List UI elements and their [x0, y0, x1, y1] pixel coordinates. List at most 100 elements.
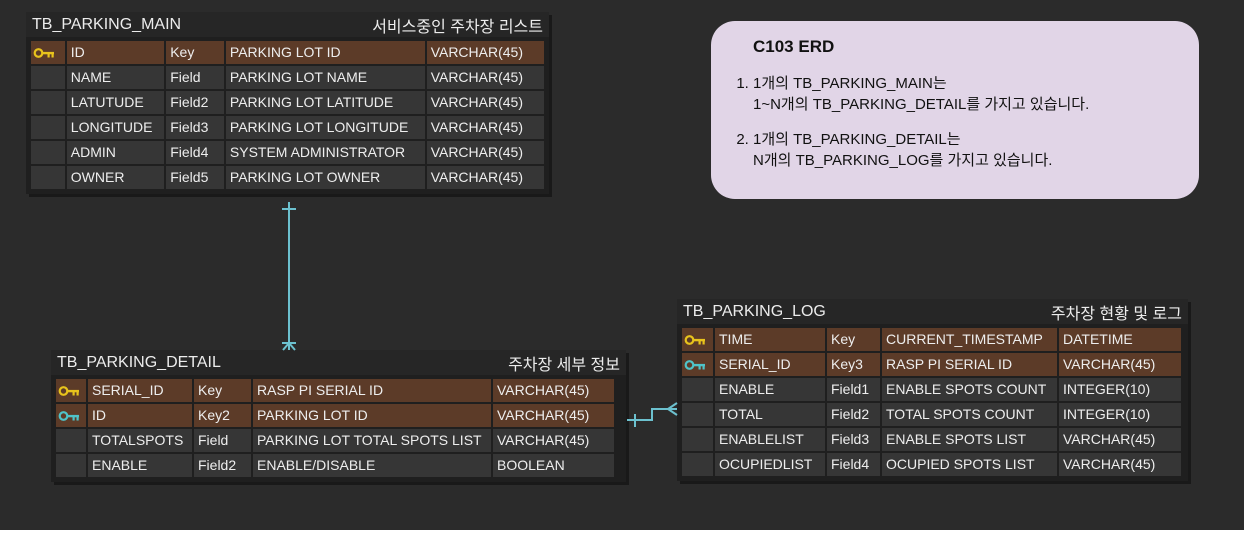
description-cell: CURRENT_TIMESTAMP — [882, 328, 1057, 351]
datatype-cell: VARCHAR(45) — [1059, 428, 1181, 451]
row-key-cell — [56, 404, 86, 427]
key-type-cell: Field — [194, 429, 251, 452]
key-type-cell: Field4 — [166, 141, 224, 164]
row-key-cell — [31, 166, 65, 189]
column-name-cell: TOTAL — [715, 403, 825, 426]
key-type-cell: Field4 — [827, 453, 880, 476]
row-key-cell — [56, 379, 86, 402]
row-key-cell — [31, 141, 65, 164]
description-cell: OCUPIED SPOTS LIST — [882, 453, 1057, 476]
note-line: 1~N개의 TB_PARKING_DETAIL를 가지고 있습니다. — [753, 96, 1090, 113]
key-icon — [58, 385, 79, 396]
key-type-cell: Key — [166, 41, 224, 64]
key-type-cell: Field2 — [827, 403, 880, 426]
key-type-cell: Key2 — [194, 404, 251, 427]
column-name-cell: SERIAL_ID — [715, 353, 825, 376]
column-name-cell: OWNER — [66, 166, 165, 189]
datatype-cell: INTEGER(10) — [1059, 378, 1181, 401]
table-header: TB_PARKING_DETAIL 주차장 세부 정보 — [51, 350, 626, 375]
row-key-cell — [31, 116, 65, 139]
key-icon — [58, 410, 79, 421]
description-cell: RASP PI SERIAL ID — [253, 379, 491, 402]
row-key-cell — [31, 41, 65, 64]
row-key-cell — [682, 378, 713, 401]
column-name-cell: SERIAL_ID — [88, 379, 192, 402]
row-key-cell — [682, 328, 713, 351]
description-cell: PARKING LOT LONGITUDE — [225, 116, 425, 139]
column-name-cell: ADMIN — [66, 141, 165, 164]
note-item: 1개의 TB_PARKING_DETAIL는 N개의 TB_PARKING_LO… — [753, 129, 1179, 171]
column-name-cell: TOTALSPOTS — [88, 429, 192, 452]
key-type-cell: Key3 — [827, 353, 880, 376]
key-icon — [684, 359, 705, 370]
column-name-cell: LATUTUDE — [66, 91, 165, 114]
column-name-cell: ID — [88, 404, 192, 427]
row-key-cell — [31, 91, 65, 114]
table-description: 주차장 현황 및 로그 — [1050, 305, 1182, 323]
datatype-cell: VARCHAR(45) — [1059, 353, 1181, 376]
datatype-cell: VARCHAR(45) — [493, 379, 614, 402]
key-type-cell: Key — [827, 328, 880, 351]
row-key-cell — [682, 403, 713, 426]
note-line: 1개의 TB_PARKING_MAIN는 — [753, 75, 947, 92]
note-line: N개의 TB_PARKING_LOG를 가지고 있습니다. — [753, 152, 1053, 169]
column-name-cell: TIME — [715, 328, 825, 351]
description-cell: RASP PI SERIAL ID — [882, 353, 1057, 376]
key-type-cell: Field1 — [827, 378, 880, 401]
description-cell: ENABLE SPOTS LIST — [882, 428, 1057, 451]
row-key-cell — [56, 429, 86, 452]
row-key-cell — [682, 428, 713, 451]
row-key-cell — [56, 454, 86, 477]
key-type-cell: Field2 — [194, 454, 251, 477]
datatype-cell: VARCHAR(45) — [426, 141, 544, 164]
datatype-cell: VARCHAR(45) — [493, 404, 614, 427]
datatype-cell: VARCHAR(45) — [1059, 453, 1181, 476]
table-header: TB_PARKING_LOG 주차장 현황 및 로그 — [677, 299, 1188, 324]
row-key-cell — [31, 66, 65, 89]
column-name-cell: ENABLELIST — [715, 428, 825, 451]
datatype-cell: VARCHAR(45) — [426, 116, 544, 139]
note-line: 1개의 TB_PARKING_DETAIL는 — [753, 131, 961, 148]
datatype-cell: DATETIME — [1059, 328, 1181, 351]
key-type-cell: Field5 — [166, 166, 224, 189]
connector-detail-log[interactable] — [627, 402, 678, 427]
connector-main-detail[interactable] — [282, 202, 296, 351]
erd-note[interactable]: C103 ERD 1개의 TB_PARKING_MAIN는 1~N개의 TB_P… — [711, 21, 1199, 199]
row-key-cell — [682, 453, 713, 476]
description-cell: PARKING LOT ID — [225, 41, 425, 64]
datatype-cell: VARCHAR(45) — [426, 66, 544, 89]
description-cell: ENABLE/DISABLE — [253, 454, 491, 477]
description-cell: PARKING LOT NAME — [225, 66, 425, 89]
key-icon — [684, 334, 705, 345]
datatype-cell: VARCHAR(45) — [426, 166, 544, 189]
table-header: TB_PARKING_MAIN 서비스중인 주차장 리스트 — [26, 12, 549, 37]
description-cell: PARKING LOT OWNER — [225, 166, 425, 189]
description-cell: ENABLE SPOTS COUNT — [882, 378, 1057, 401]
column-name-cell: ID — [66, 41, 165, 64]
column-name-cell: LONGITUDE — [66, 116, 165, 139]
note-title: C103 ERD — [753, 37, 835, 56]
